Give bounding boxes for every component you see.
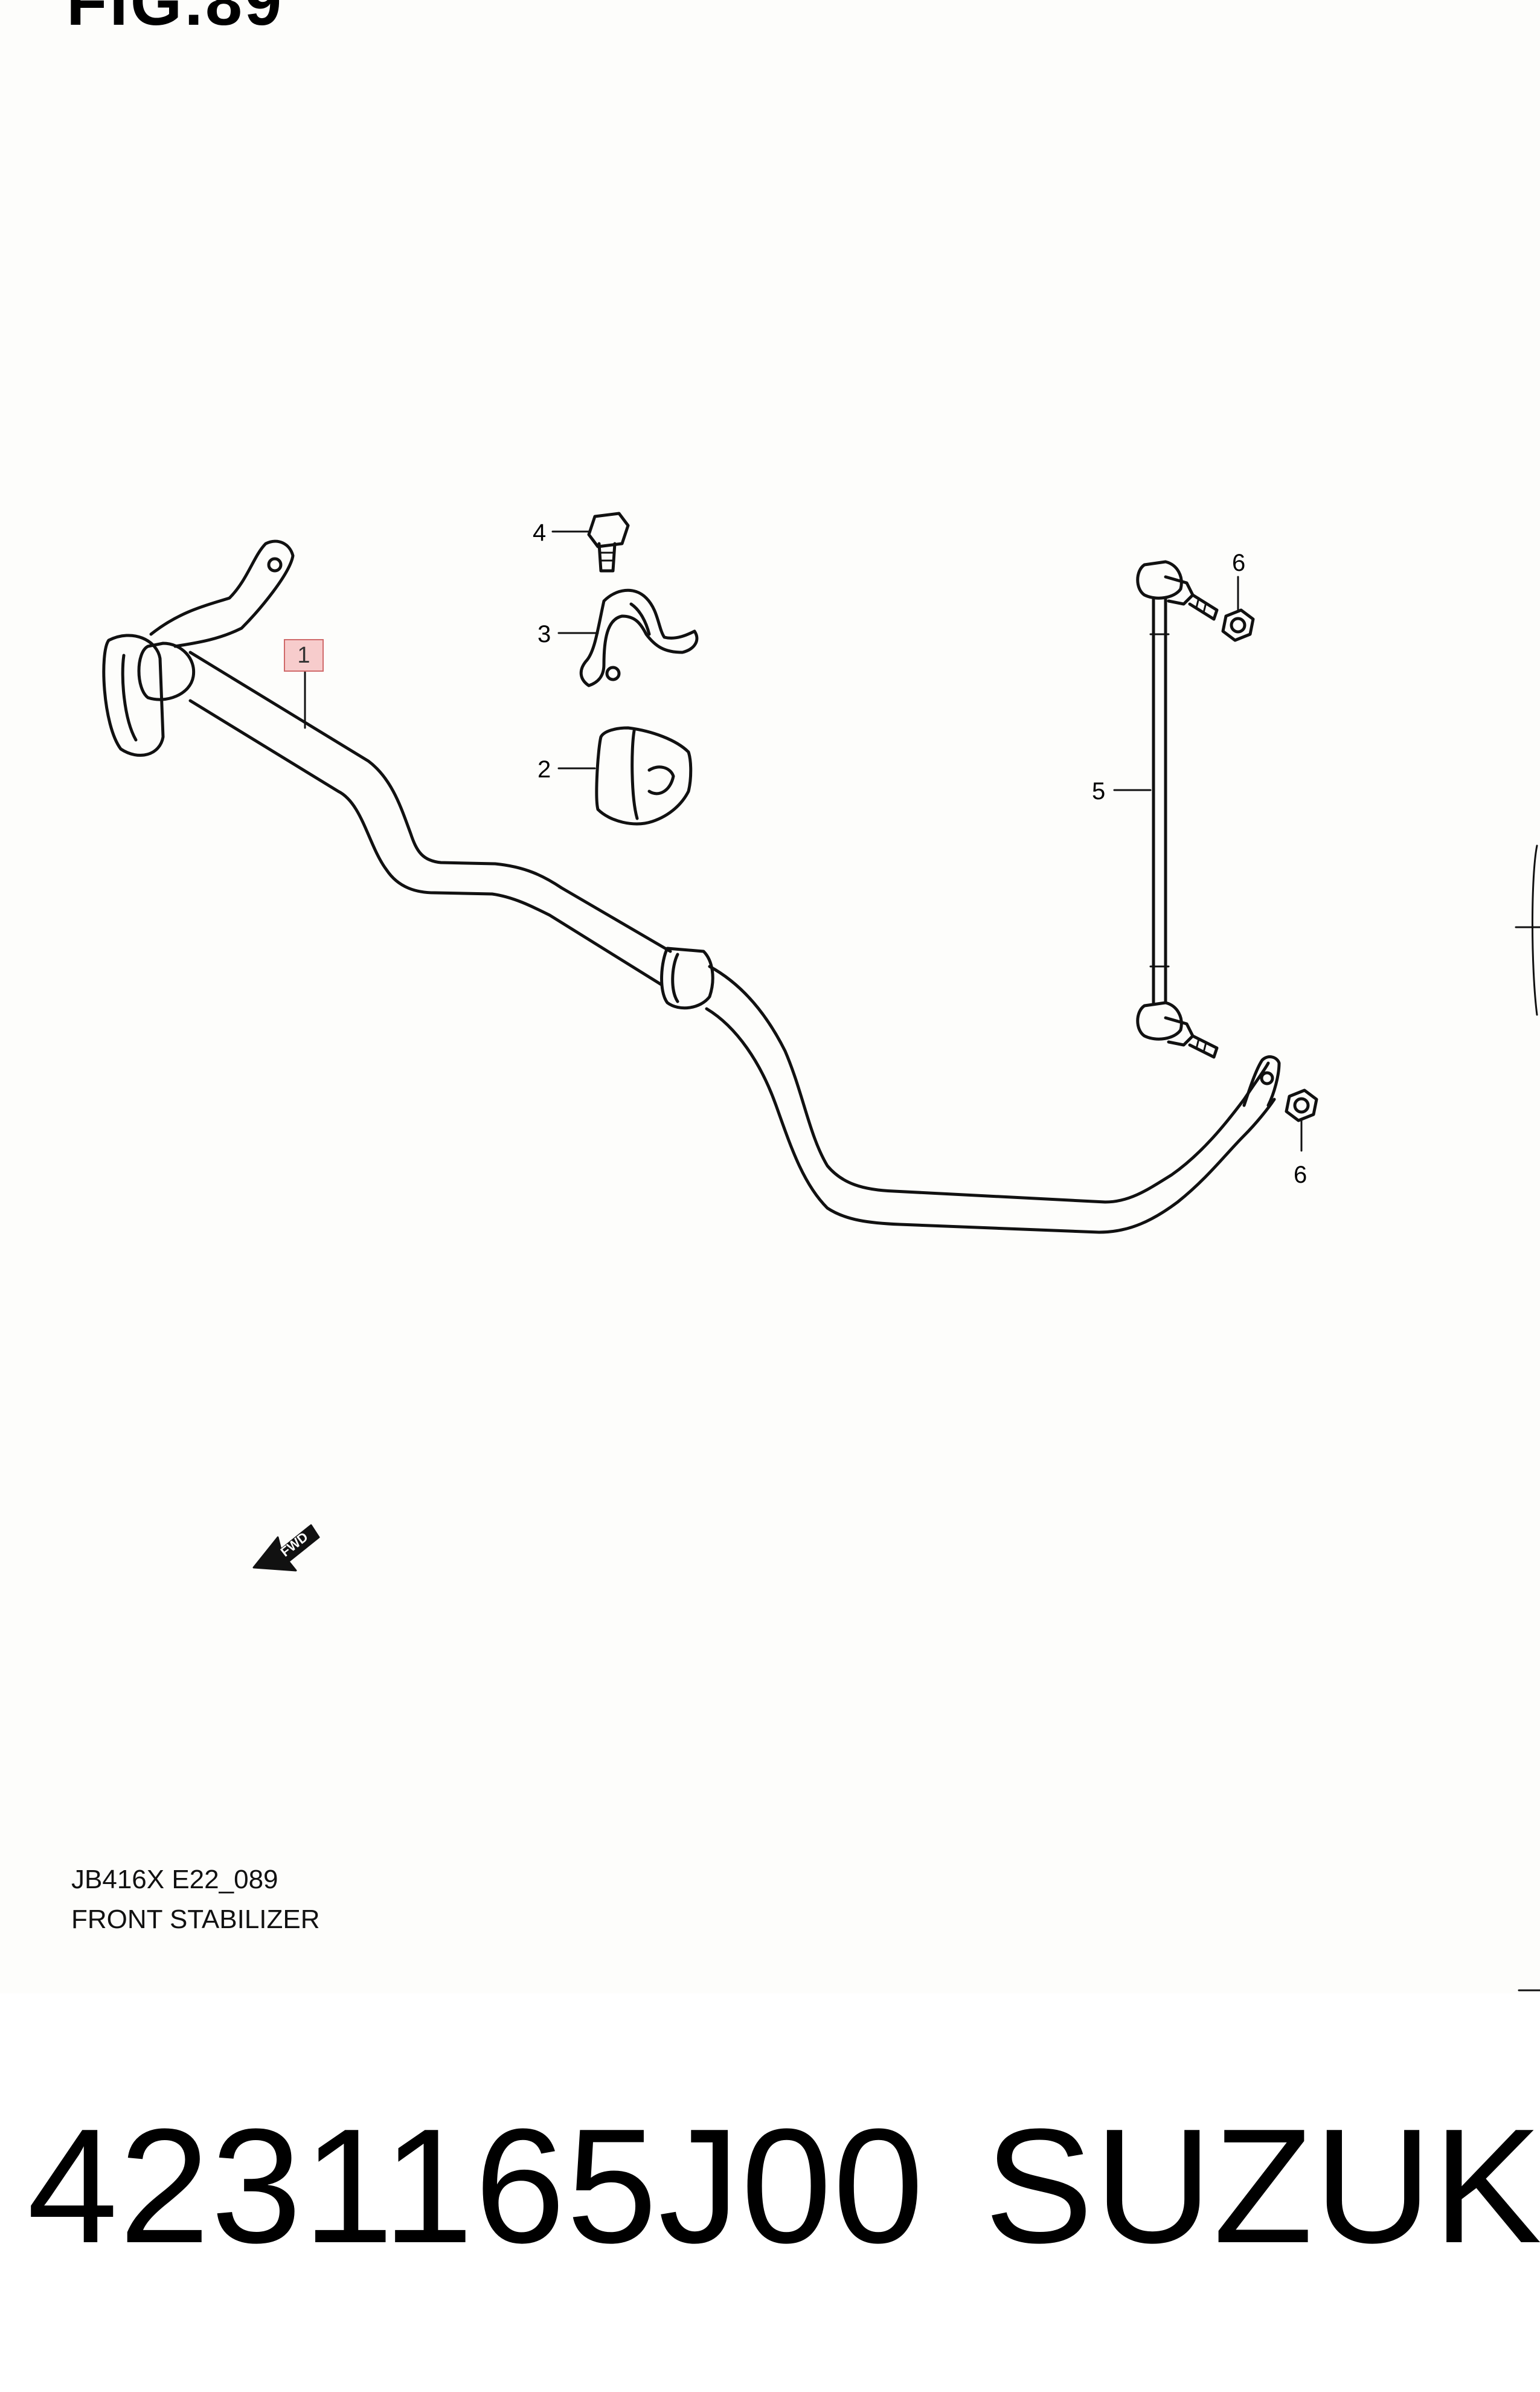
caption-code: JB416X E22_089 (71, 1865, 278, 1894)
footer-part-number: 4231165J00 (27, 2095, 925, 2277)
bracket (557, 588, 699, 687)
fwd-arrow-icon (252, 1524, 320, 1572)
caption-title: FRONT STABILIZER (71, 1905, 320, 1934)
nut-upper (1221, 576, 1255, 642)
callout-4: 4 (533, 519, 547, 546)
figure-title: FIG.89 (66, 0, 284, 39)
callout-6-bottom: 6 (1294, 1162, 1307, 1188)
stabilizer-link (1113, 560, 1219, 1059)
callout-5: 5 (1092, 778, 1106, 805)
stabilizer-diagram: FWD (102, 512, 1540, 1992)
diagram-sheet: FIG.89 (66, 0, 1540, 1992)
callout-2: 2 (537, 756, 551, 783)
callout-6-top: 6 (1232, 550, 1246, 576)
callout-3: 3 (537, 621, 551, 648)
nut-lower (1285, 1088, 1318, 1152)
footer-brand: SUZUKI (984, 2095, 1540, 2277)
bolt (551, 512, 630, 573)
bushing (557, 726, 693, 826)
callout-1: 1 (284, 639, 324, 672)
stabilizer-bar (102, 539, 1281, 1234)
